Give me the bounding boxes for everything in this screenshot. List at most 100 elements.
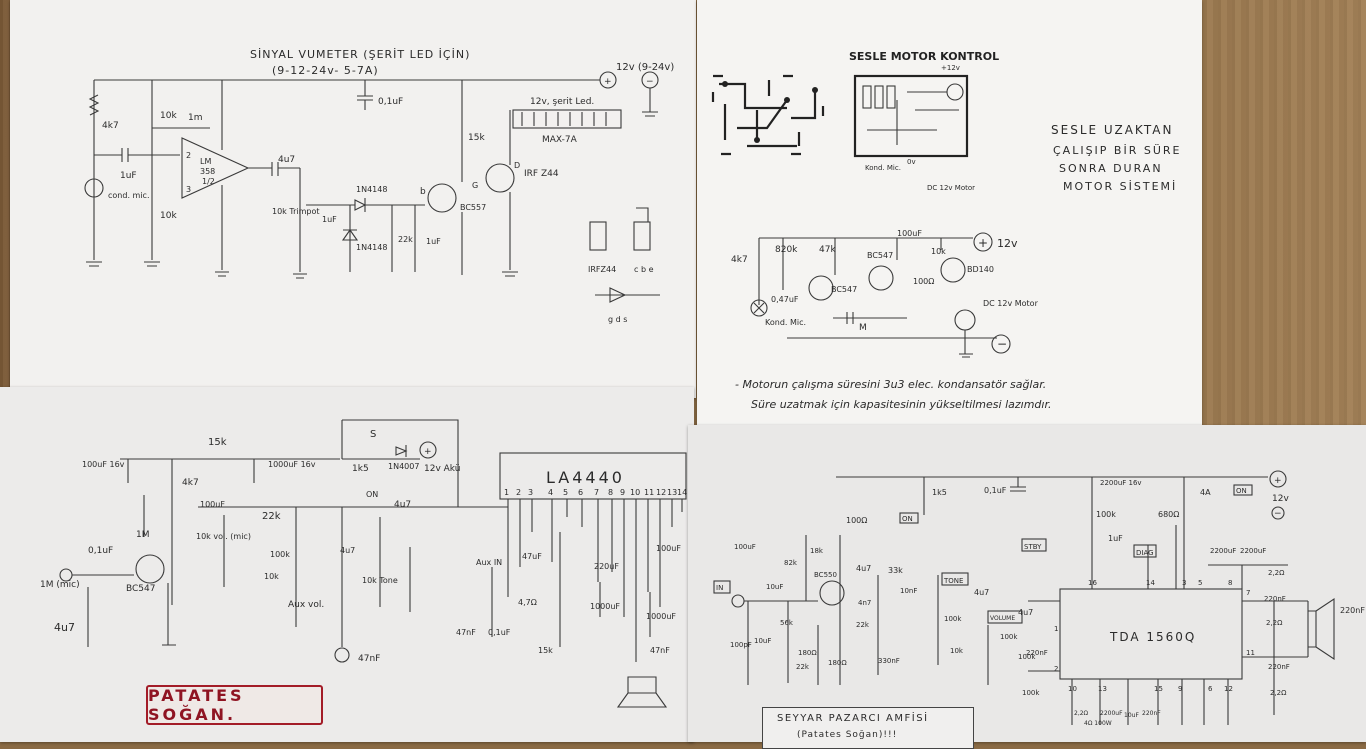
svg-text:TONE: TONE	[943, 577, 963, 585]
svg-text:10k: 10k	[931, 247, 946, 256]
svg-text:+: +	[604, 77, 612, 87]
svg-text:1k5: 1k5	[352, 464, 369, 474]
svg-text:BC547: BC547	[126, 584, 155, 594]
svg-text:1N4007: 1N4007	[388, 462, 419, 471]
svg-text:12v: 12v	[1272, 494, 1289, 504]
svg-text:2200uF 16v: 2200uF 16v	[1100, 479, 1142, 487]
svg-text:100Ω: 100Ω	[846, 516, 867, 525]
bc557-transistor	[427, 183, 457, 213]
svg-text:100uF: 100uF	[897, 229, 922, 238]
svg-text:4u7: 4u7	[856, 564, 871, 573]
svg-text:Aux IN: Aux IN	[476, 558, 502, 567]
svg-text:820k: 820k	[775, 245, 798, 255]
svg-text:4A: 4A	[1200, 488, 1211, 497]
svg-text:100k: 100k	[1096, 510, 1116, 519]
svg-text:22k: 22k	[796, 663, 810, 671]
svg-text:14: 14	[677, 488, 687, 497]
svg-text:1: 1	[1054, 625, 1058, 633]
svg-text:47nF: 47nF	[456, 628, 476, 637]
svg-text:1000uF 16v: 1000uF 16v	[268, 460, 316, 469]
bc547-transistor-2	[868, 265, 894, 291]
motor-note-line-1: - Motorun çalışma süresini 3u3 elec. kon…	[735, 378, 1046, 391]
svg-text:1000uF: 1000uF	[646, 612, 676, 621]
svg-text:22k: 22k	[262, 511, 281, 522]
svg-text:33k: 33k	[888, 566, 903, 575]
svg-text:220nF: 220nF	[1026, 649, 1048, 657]
svg-text:6: 6	[1208, 685, 1213, 693]
tda1560q-schematic-drawing: + 12v − 4A ON 2200uF 16v 1k5 0,1uF ON 10…	[713, 470, 1365, 727]
motor-note-line-2: Süre uzatmak için kapasitesinin yükselti…	[751, 398, 1051, 411]
svg-text:BC550: BC550	[814, 571, 837, 579]
pcb-component-layout	[853, 74, 969, 158]
svg-text:4Ω 100W: 4Ω 100W	[1084, 720, 1112, 727]
svg-text:−: −	[1274, 509, 1282, 519]
motor-control-drawing: SESLE MOTOR KONTROL +12v Kond. Mic. 0v D…	[711, 50, 1180, 411]
svg-text:12v, şerit Led.: 12v, şerit Led.	[530, 97, 594, 107]
led-strip	[512, 109, 622, 129]
svg-text:10k: 10k	[264, 572, 279, 581]
sheet-vumeter-schematic: SİNYAL VUMETER (ŞERİT LED İÇİN) (9-12-24…	[10, 0, 696, 398]
svg-text:8: 8	[1228, 579, 1232, 587]
svg-text:1000uF: 1000uF	[590, 602, 620, 611]
svg-text:14: 14	[1146, 579, 1155, 587]
svg-text:2,2Ω: 2,2Ω	[1266, 619, 1283, 627]
svg-text:15k: 15k	[468, 133, 485, 143]
svg-text:100pF: 100pF	[730, 641, 752, 649]
tda1560q-label: TDA 1560Q	[1109, 630, 1196, 644]
svg-text:3: 3	[528, 488, 533, 497]
svg-text:220nF: 220nF	[1264, 595, 1286, 603]
dc-motor-symbol	[954, 309, 976, 331]
svg-text:47k: 47k	[819, 245, 836, 255]
seyyar-subtitle: (Patates Soğan)!!!	[797, 730, 898, 740]
svg-text:4u7: 4u7	[1018, 608, 1033, 617]
tda1560q-chip	[1059, 588, 1243, 680]
svg-text:680Ω: 680Ω	[1158, 510, 1179, 519]
svg-text:4k7: 4k7	[731, 255, 748, 265]
svg-text:100Ω: 100Ω	[913, 277, 934, 286]
svg-text:10k Trimpot: 10k Trimpot	[272, 207, 319, 216]
svg-text:−: −	[646, 77, 654, 87]
sheet-la4440-schematic: LA4440 1 2 3 4 5 6 7 8 9 10 11 12 13 14 …	[0, 387, 694, 742]
svg-text:100uF: 100uF	[734, 543, 756, 551]
svg-text:cond. mic.: cond. mic.	[108, 191, 149, 200]
aux-input-jack	[334, 647, 350, 663]
svg-text:1: 1	[504, 488, 509, 497]
svg-text:100k: 100k	[1000, 633, 1018, 641]
svg-text:180Ω: 180Ω	[798, 649, 817, 657]
svg-text:2: 2	[516, 488, 521, 497]
svg-text:10uF: 10uF	[766, 583, 783, 591]
svg-text:Aux vol.: Aux vol.	[288, 600, 324, 610]
svg-text:+12v: +12v	[941, 64, 960, 72]
svg-text:+: +	[424, 447, 432, 457]
svg-text:15k: 15k	[538, 646, 553, 655]
svg-text:47nF: 47nF	[650, 646, 670, 655]
svg-text:SESLE UZAKTAN: SESLE UZAKTAN	[1051, 123, 1173, 137]
bc547-preamp-transistor	[135, 554, 165, 584]
seyyar-pazarci-title-box: SEYYAR PAZARCI AMFİSİ (Patates Soğan)!!!	[762, 707, 974, 749]
seyyar-title: SEYYAR PAZARCI AMFİSİ	[777, 713, 929, 724]
bc550-transistor	[819, 580, 845, 606]
svg-text:2: 2	[186, 151, 191, 160]
la4440-schematic-drawing: LA4440 1 2 3 4 5 6 7 8 9 10 11 12 13 14 …	[40, 419, 687, 708]
svg-text:1uF: 1uF	[120, 171, 137, 181]
svg-text:4u7: 4u7	[278, 155, 295, 165]
svg-text:220nF: 220nF	[1268, 663, 1290, 671]
svg-text:22k: 22k	[856, 621, 870, 629]
audio-input-jack	[731, 594, 745, 608]
svg-text:MOTOR SİSTEMİ: MOTOR SİSTEMİ	[1063, 180, 1177, 193]
svg-text:13: 13	[1098, 685, 1107, 693]
svg-text:10k vol. (mic): 10k vol. (mic)	[196, 532, 251, 541]
svg-text:1uF: 1uF	[426, 237, 441, 246]
svg-text:0,1uF: 0,1uF	[88, 546, 113, 556]
svg-text:2200uF: 2200uF	[1240, 547, 1266, 555]
svg-text:47uF: 47uF	[522, 552, 542, 561]
bd140-transistor	[940, 257, 966, 283]
svg-text:100uF 16v: 100uF 16v	[82, 460, 125, 469]
svg-text:2: 2	[1054, 665, 1058, 673]
condenser-mic-symbol	[84, 178, 104, 198]
motor-control-title: SESLE MOTOR KONTROL	[849, 50, 999, 63]
svg-text:1uF: 1uF	[1108, 534, 1123, 543]
svg-text:10nF: 10nF	[900, 587, 917, 595]
svg-text:ON: ON	[1236, 487, 1247, 495]
svg-text:SONRA DURAN: SONRA DURAN	[1059, 162, 1163, 175]
